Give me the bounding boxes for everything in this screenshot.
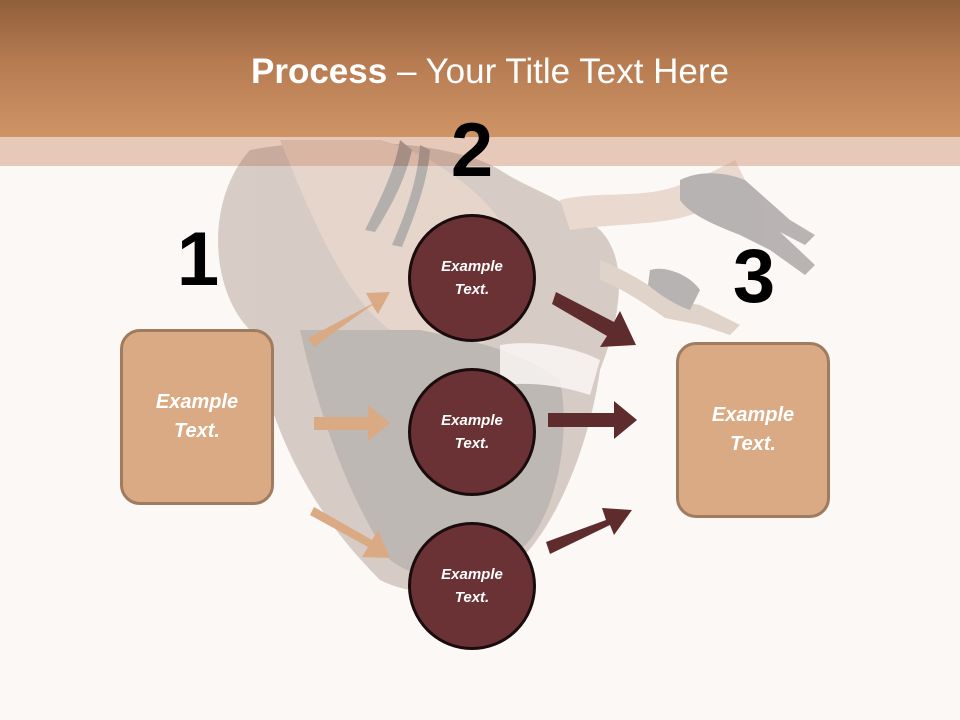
circle-1-text: Example Text.: [441, 258, 503, 298]
circle-2-text: Example Text.: [441, 412, 503, 452]
arrow-left-to-circle-1: [308, 292, 390, 347]
slide-title: Process – Your Title Text Here: [0, 52, 960, 92]
step-number-1: 1: [176, 217, 220, 302]
arrow-circle-1-to-right: [552, 292, 636, 347]
slide-title-bold: Process: [251, 52, 388, 91]
arrow-circle-3-to-right: [546, 508, 632, 554]
right-box-text: Example Text.: [711, 404, 795, 455]
circle-3[interactable]: Example Text.: [408, 522, 536, 650]
left-box-text: Example Text.: [155, 391, 239, 442]
arrow-circle-2-to-right: [548, 401, 637, 439]
slide-title-rest: – Your Title Text Here: [387, 52, 729, 91]
circle-1[interactable]: Example Text.: [408, 214, 536, 342]
circle-2[interactable]: Example Text.: [408, 368, 536, 496]
left-arrow-group: [308, 292, 390, 558]
header-bar: [0, 0, 960, 137]
left-box[interactable]: Example Text.: [120, 329, 274, 505]
step-number-3: 3: [732, 234, 776, 319]
step-number-2: 2: [450, 108, 494, 193]
circle-3-text: Example Text.: [441, 566, 503, 606]
right-arrow-group: [546, 292, 637, 554]
right-box[interactable]: Example Text.: [676, 342, 830, 518]
arrow-left-to-circle-2: [314, 405, 390, 441]
header-strip: [0, 137, 960, 166]
arrow-left-to-circle-3: [310, 507, 390, 558]
